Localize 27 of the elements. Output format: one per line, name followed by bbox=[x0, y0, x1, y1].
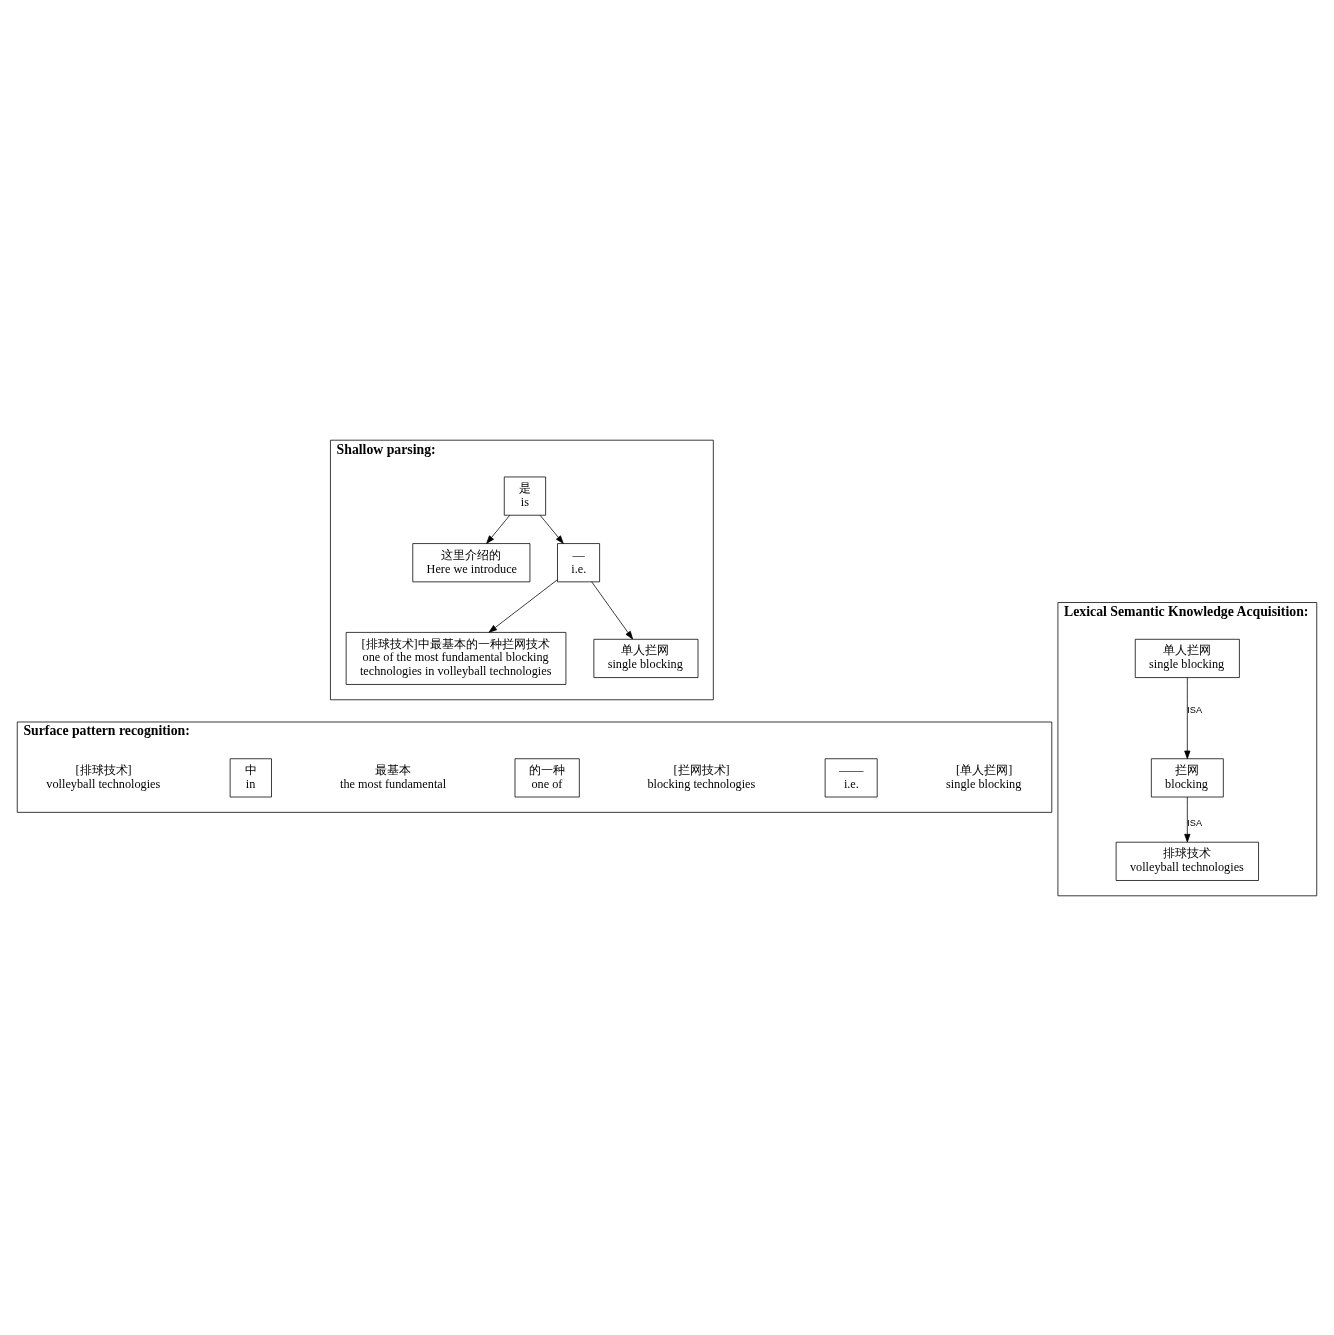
label: the most fundamental bbox=[340, 776, 447, 791]
label: [排球技术] bbox=[75, 762, 132, 777]
node-box: —— i.e. bbox=[824, 757, 878, 797]
edge-label: ISA bbox=[1187, 704, 1203, 715]
node-box: 的一种 one of bbox=[514, 757, 580, 797]
label: [单人拦网] bbox=[956, 762, 1013, 777]
node-box: 是 is bbox=[503, 476, 546, 516]
label: volleyball technologies bbox=[46, 776, 161, 791]
node-box: 拦网 blocking bbox=[1150, 757, 1224, 797]
label: blocking technologies bbox=[647, 776, 756, 791]
label: single blocking bbox=[946, 776, 1022, 791]
arrow bbox=[539, 514, 564, 544]
node-box: 单人拦网 single blocking bbox=[1134, 638, 1240, 678]
node-box: [排球技术]中最基本的一种拦网技术 one of the most fundamental blocking technologies in volleyball technologies bbox=[345, 631, 567, 685]
arrow bbox=[1184, 676, 1191, 759]
node-box: — i.e. bbox=[557, 542, 600, 582]
label: [拦网技术] bbox=[673, 762, 730, 777]
label: 最基本 bbox=[374, 762, 411, 777]
node-box: 排球技术 volleyball technologies bbox=[1115, 841, 1259, 881]
arrow bbox=[488, 578, 558, 633]
node-box: 单人拦网 single blocking bbox=[593, 638, 699, 678]
edge-label: ISA bbox=[1187, 817, 1203, 828]
node-box: 这里介绍的 Here we introduce bbox=[412, 542, 531, 582]
node-box: 中 in bbox=[229, 757, 272, 797]
arrow bbox=[486, 514, 511, 544]
arrow bbox=[591, 580, 633, 639]
arrow bbox=[1184, 796, 1191, 842]
